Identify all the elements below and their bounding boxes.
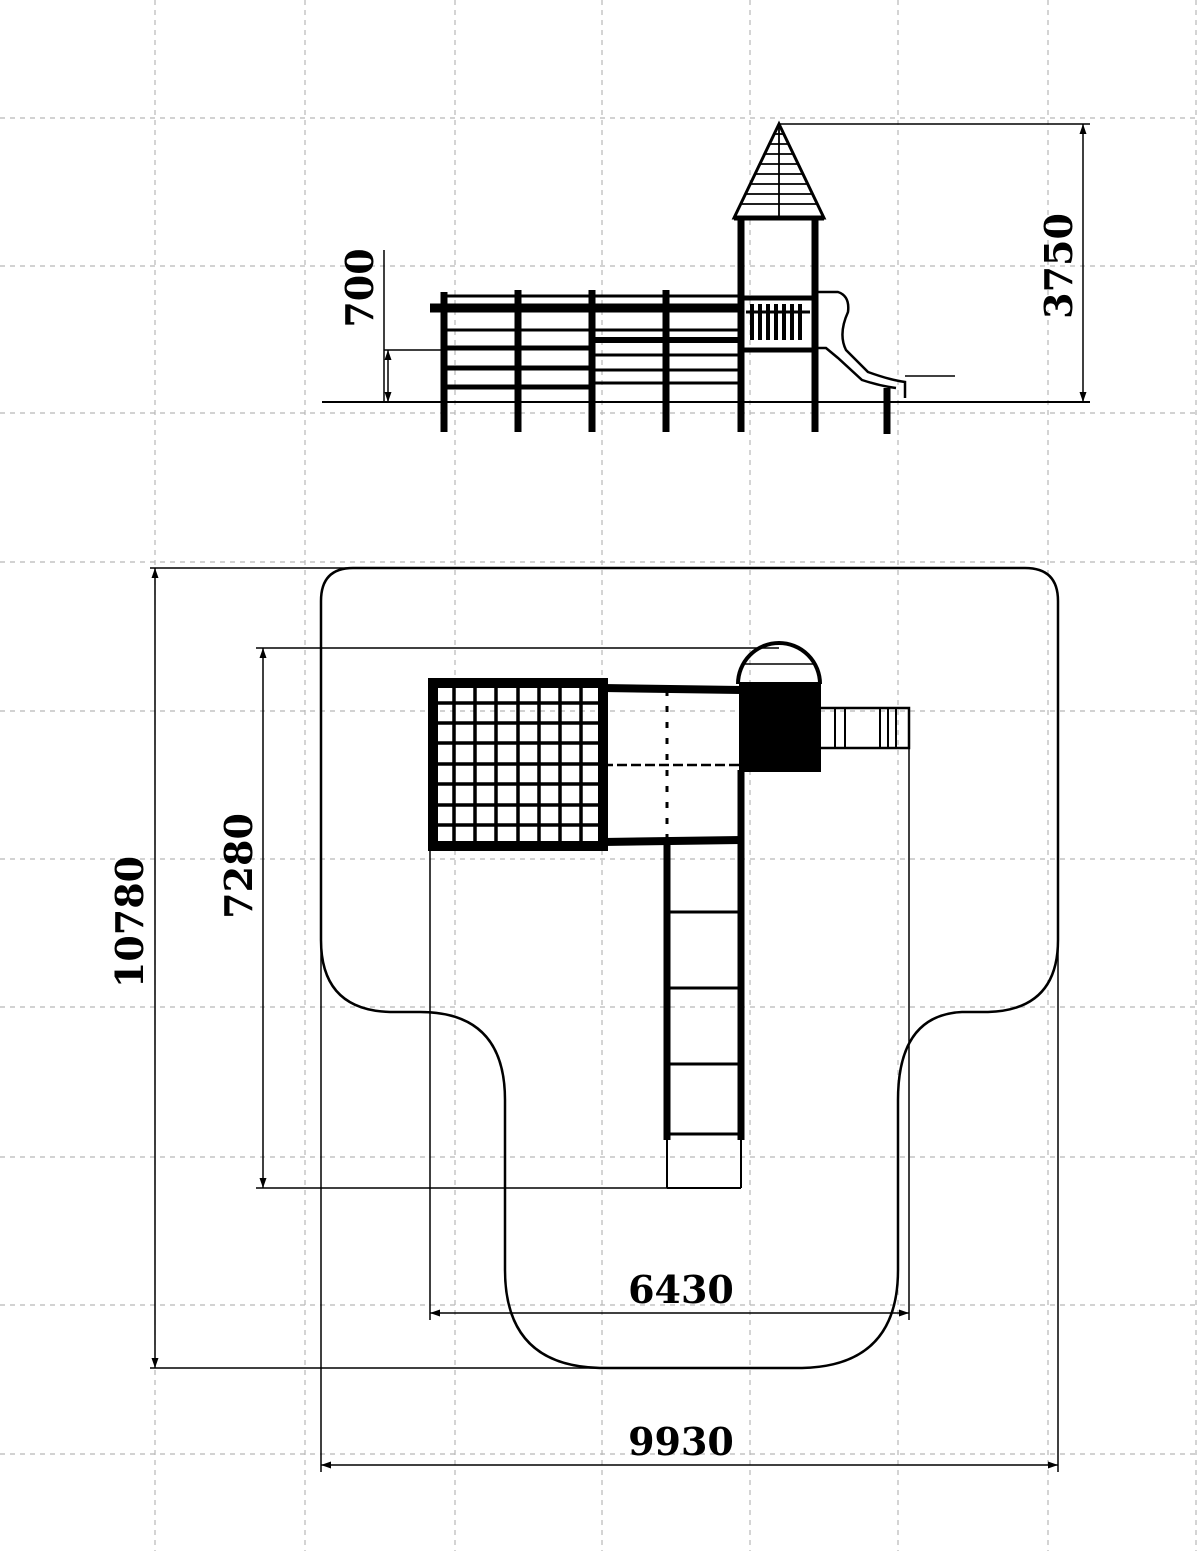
walkway-platform bbox=[602, 684, 742, 846]
dim-7280 bbox=[256, 647, 779, 1189]
slide-plan bbox=[817, 706, 911, 750]
dim-9930 bbox=[320, 940, 1059, 1472]
dim-label-6430: 6430 bbox=[628, 1267, 734, 1312]
climbing-net bbox=[428, 678, 608, 851]
plan-view bbox=[150, 566, 1060, 1472]
dim-700 bbox=[383, 250, 444, 402]
tower-roof bbox=[731, 120, 827, 221]
side-elevation bbox=[322, 120, 1090, 434]
dim-label-700: 700 bbox=[337, 248, 382, 327]
dim-10780 bbox=[150, 567, 600, 1369]
horizontal-ladder bbox=[663, 770, 745, 1189]
safety-zone-outline bbox=[319, 566, 1060, 1370]
slide bbox=[815, 290, 955, 398]
rails bbox=[430, 294, 815, 390]
posts bbox=[440, 218, 891, 434]
dim-label-10780: 10780 bbox=[107, 856, 152, 988]
dim-label-9930: 9930 bbox=[628, 1419, 734, 1464]
dim-6430 bbox=[429, 748, 910, 1320]
tower-panel bbox=[746, 304, 810, 340]
dim-3750 bbox=[780, 123, 1090, 402]
dim-label-3750: 3750 bbox=[1036, 213, 1081, 319]
dim-label-7280: 7280 bbox=[216, 813, 261, 919]
